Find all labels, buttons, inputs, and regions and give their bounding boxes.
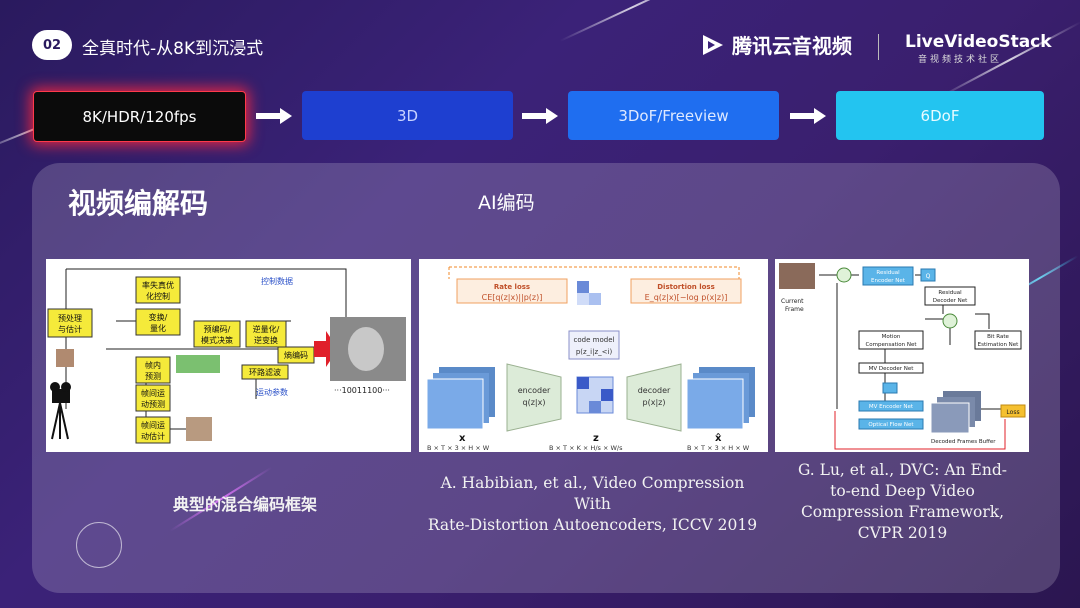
section-number-badge: 02 — [32, 30, 72, 60]
motion-est-line2: 动估计 — [141, 431, 165, 441]
rd-autoencoder-diagram: Rate loss CE[q(z|x)||p(z)] Distortion lo… — [419, 259, 768, 452]
control-data-label: 控制数据 — [261, 276, 293, 286]
rdo-line2: 化控制 — [146, 291, 170, 301]
entropy-label: 熵编码 — [284, 350, 308, 360]
decoded-frames-stack — [930, 391, 981, 434]
stage-8k-hdr: 8K/HDR/120fps — [33, 91, 246, 142]
dvc-diagram: Current Frame Residual Encoder Net Q Res… — [775, 259, 1029, 452]
page-title: 全真时代-从8K到沉浸式 — [82, 39, 264, 59]
arrow-right-icon — [522, 108, 558, 124]
motion-params-label: 运动参数 — [256, 387, 288, 397]
xhat-label: x̂ — [715, 432, 722, 444]
z-dims: B × T × K × H/s × W/s — [549, 444, 623, 452]
stage-label: 3D — [396, 106, 419, 125]
mv-decoder-label: MV Decoder Net — [869, 366, 915, 372]
x-label: x — [459, 433, 466, 444]
optical-flow-label: Optical Flow Net — [868, 422, 914, 428]
bit-rate-line2: Estimation Net — [978, 342, 1020, 348]
dvc-caption-line3: Compression Framework, — [800, 503, 1005, 521]
encoder-formula: q(z|x) — [523, 398, 546, 407]
encoder-label: encoder — [518, 386, 551, 395]
bitstream-label: ···10011100··· — [334, 386, 390, 395]
hybrid-caption: 典型的混合编码框架 — [172, 495, 317, 514]
intra-pred-line1: 帧内 — [145, 360, 161, 370]
inter-pred-line2: 动预测 — [141, 399, 165, 409]
stage-6dof: 6DoF — [836, 91, 1044, 140]
play-icon — [703, 34, 723, 55]
inter-pred-line1: 帧间运 — [141, 388, 165, 398]
input-frames — [426, 367, 495, 430]
subtract-node — [836, 267, 852, 283]
q-label: Q — [926, 273, 931, 280]
motion-est-line1: 帧间运 — [141, 420, 165, 430]
output-frames — [686, 367, 755, 430]
buffer-label: Decoded Frames Buffer — [931, 439, 996, 445]
livevideostack-logo: LiveVideoStack — [905, 32, 1052, 52]
arrow-right-icon — [790, 108, 826, 124]
light-streak — [559, 0, 706, 42]
stage-3d: 3D — [302, 91, 513, 140]
code-model-formula: p(z_i|z_<i) — [576, 348, 613, 356]
dvc-caption: G. Lu, et al., DVC: An End- to-end Deep … — [790, 460, 1015, 544]
hybrid-codec-diagram: 预处理 与估计 率失真优 化控制 变换/ 量化 预编码/ 模式决策 逆量化/ 逆… — [46, 259, 411, 452]
arrow-right-icon — [256, 108, 292, 124]
residual-decoder-line2: Decoder Net — [933, 298, 968, 304]
decoder-label: decoder — [638, 386, 671, 395]
code-model-label: code model — [574, 336, 615, 344]
add-node — [942, 313, 958, 329]
bit-rate-line1: Bit Rate — [987, 334, 1009, 340]
rate-loss-formula: CE[q(z|x)||p(z)] — [482, 293, 543, 302]
transform-line1: 变换/ — [149, 312, 168, 322]
rdae-caption-line2: Rate-Distortion Autoencoders, ICCV 2019 — [427, 516, 758, 534]
brand-secondary-subtitle: 音视频技术社区 — [918, 55, 1003, 65]
intra-pred-line2: 预测 — [145, 371, 161, 381]
dvc-caption-line2: to-end Deep Video — [830, 482, 975, 500]
residual-encoder-line2: Encoder Net — [871, 278, 906, 284]
motion-comp-line2: Compensation Net — [865, 342, 917, 348]
distortion-loss-label: Distortion loss — [657, 283, 715, 291]
motion-comp-line1: Motion — [882, 334, 901, 340]
brand-primary-name: 腾讯云音视频 — [732, 34, 852, 58]
current-frame-line1: Current — [781, 298, 804, 305]
mv-encoder-label: MV Encoder Net — [869, 404, 914, 410]
loss-label: Loss — [1006, 409, 1019, 416]
camera-icon — [50, 382, 71, 440]
tencent-cloud-logo: 腾讯云音视频 — [700, 30, 852, 59]
rdae-caption: A. Habibian, et al., Video Compression W… — [420, 473, 765, 536]
brand-divider — [878, 34, 879, 60]
residual-decoder-line1: Residual — [938, 290, 962, 296]
dvc-caption-line1: G. Lu, et al., DVC: An End- — [797, 461, 1008, 479]
xhat-dims: B × T × 3 × H × W — [687, 444, 750, 452]
transform-line2: 量化 — [150, 323, 166, 333]
preprocess-line1: 预处理 — [58, 313, 82, 323]
pred-mode-line2: 模式决策 — [201, 335, 233, 345]
rdae-caption-line1: A. Habibian, et al., Video Compression W… — [440, 474, 745, 513]
rate-loss-label: Rate loss — [494, 283, 530, 291]
dvc-caption-line4: CVPR 2019 — [857, 524, 948, 542]
decoder-formula: p(x|z) — [643, 398, 666, 407]
current-frame-line2: Frame — [785, 306, 804, 313]
inv-quant-line2: 逆变换 — [254, 335, 278, 345]
rdo-line1: 率失真优 — [142, 280, 174, 290]
residual-encoder-line1: Residual — [876, 270, 900, 276]
stage-label: 3DoF/Freeview — [618, 106, 729, 125]
stage-3dof: 3DoF/Freeview — [568, 91, 779, 140]
stage-label: 8K/HDR/120fps — [82, 107, 197, 126]
loop-filter-label: 环路滤波 — [249, 367, 281, 377]
stage-label: 6DoF — [920, 106, 960, 125]
inv-quant-line1: 逆量化/ — [253, 324, 280, 334]
decorative-ring — [76, 522, 122, 568]
panel-title: 视频编解码 — [68, 187, 209, 220]
latent-grid — [576, 376, 614, 414]
pred-mode-line1: 预编码/ — [204, 324, 231, 334]
panel-subtitle: AI编码 — [478, 192, 535, 214]
x-dims: B × T × 3 × H × W — [427, 444, 490, 452]
z-label: z — [593, 433, 599, 444]
distortion-loss-formula: E_q(z|x)[−log p(x|z)] — [645, 293, 728, 302]
preprocess-line2: 与估计 — [58, 324, 82, 334]
